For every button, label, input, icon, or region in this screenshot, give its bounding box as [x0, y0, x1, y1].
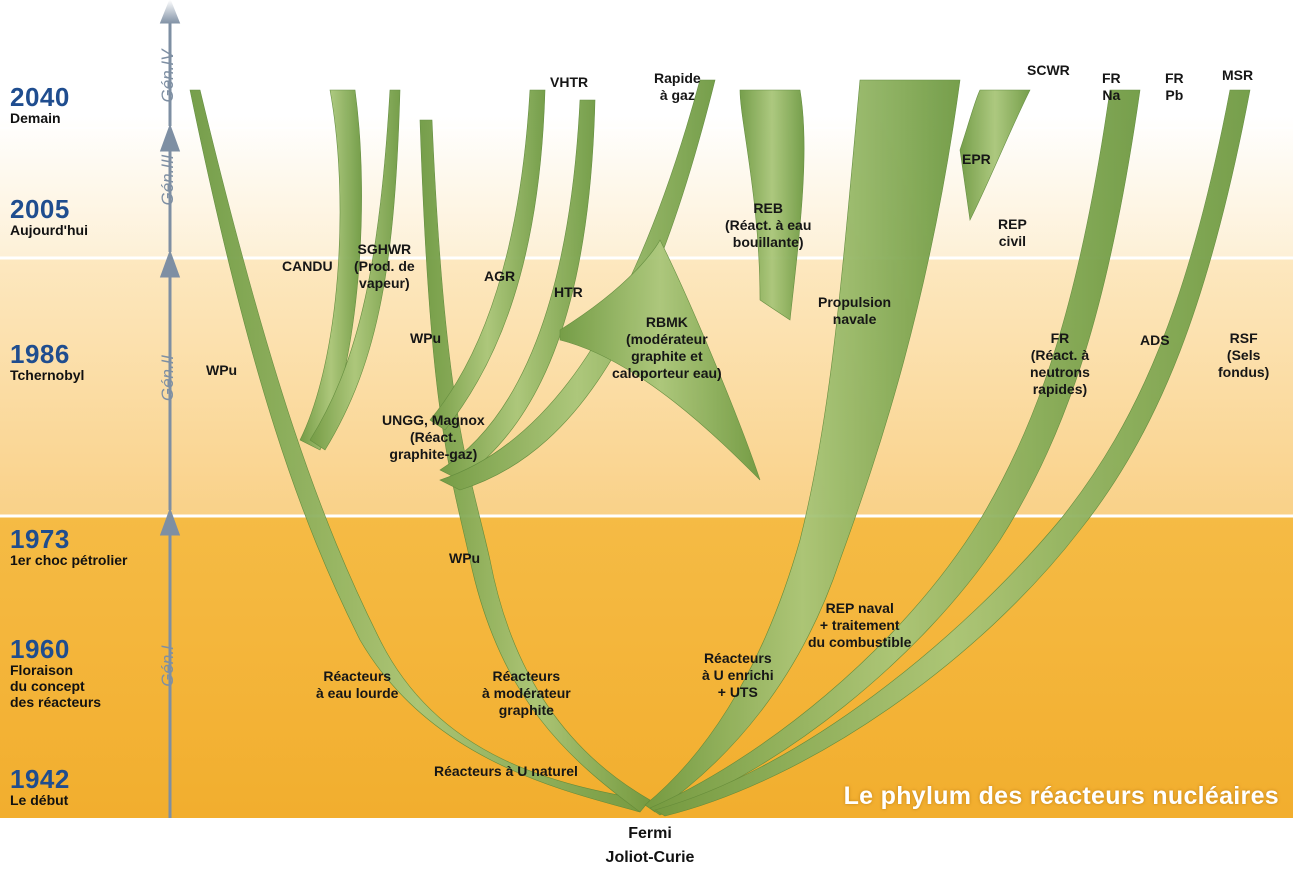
- label-line: Na: [1102, 87, 1121, 104]
- label-line: REB: [725, 200, 811, 217]
- label-line: à gaz: [654, 87, 701, 104]
- origin-label: Fermi Joliot-Curie: [580, 822, 720, 870]
- label-eau-lourde: Réacteurs à eau lourde: [316, 668, 398, 702]
- label-wpu-left: WPu: [206, 362, 237, 379]
- label-line: Pb: [1165, 87, 1184, 104]
- label-rep-civil: REP civil: [998, 216, 1027, 250]
- label-line: fondus): [1218, 364, 1269, 381]
- era-1973: 1973 1er choc pétrolier: [10, 526, 128, 568]
- label-line: à eau lourde: [316, 685, 398, 702]
- diagram-title: Le phylum des réacteurs nucléaires: [844, 782, 1279, 811]
- era-1942: 1942 Le début: [10, 766, 70, 808]
- era-2005: 2005 Aujourd'hui: [10, 196, 88, 238]
- label-line: rapides): [1030, 381, 1090, 398]
- label-line: civil: [998, 233, 1027, 250]
- gen-ii-label: Gén.II: [158, 338, 178, 418]
- label-line: graphite-gaz): [382, 446, 485, 463]
- era-2040: 2040 Demain: [10, 84, 70, 126]
- label-line: UNGG, Magnox: [382, 412, 485, 429]
- era-caption: Demain: [10, 110, 70, 126]
- label-line: (Prod. de: [354, 258, 415, 275]
- era-year: 1942: [10, 766, 70, 792]
- gen-iii-label: Gén.III: [158, 140, 178, 220]
- label-u-enrichi: Réacteurs à U enrichi + UTS: [702, 650, 774, 701]
- label-fr-na: FR Na: [1102, 70, 1121, 104]
- label-line: FR: [1165, 70, 1184, 87]
- era-year: 2040: [10, 84, 70, 110]
- era-caption: Tchernobyl: [10, 367, 84, 383]
- label-line: (Réact. à eau: [725, 217, 811, 234]
- label-line: Rapide: [654, 70, 701, 87]
- label-line: + traitement: [808, 617, 911, 634]
- label-line: (Sels: [1218, 347, 1269, 364]
- label-agr: AGR: [484, 268, 515, 285]
- label-line: Réacteurs: [316, 668, 398, 685]
- label-line: graphite et: [612, 348, 722, 365]
- label-line: à modérateur: [482, 685, 571, 702]
- gen-iv-label: Gén.IV: [158, 36, 178, 116]
- label-msr: MSR: [1222, 67, 1253, 84]
- label-line: du combustible: [808, 634, 911, 651]
- label-epr: EPR: [962, 151, 991, 168]
- label-line: FR: [1030, 330, 1090, 347]
- label-line: REP: [998, 216, 1027, 233]
- origin-line: Joliot-Curie: [580, 846, 720, 870]
- label-line: (Réact.: [382, 429, 485, 446]
- label-rep-naval: REP naval + traitement du combustible: [808, 600, 911, 651]
- era-year: 1986: [10, 341, 84, 367]
- label-reb: REB (Réact. à eau bouillante): [725, 200, 811, 251]
- label-ads: ADS: [1140, 332, 1170, 349]
- label-line: REP naval: [808, 600, 911, 617]
- label-fr-rapides: FR (Réact. à neutrons rapides): [1030, 330, 1090, 398]
- label-ungg-magnox: UNGG, Magnox (Réact. graphite-gaz): [382, 412, 485, 463]
- label-line: Réacteurs: [702, 650, 774, 667]
- era-caption: Aujourd'hui: [10, 222, 88, 238]
- label-line: bouillante): [725, 234, 811, 251]
- era-caption: des réacteurs: [10, 694, 101, 710]
- label-line: RSF: [1218, 330, 1269, 347]
- origin-line: Fermi: [580, 822, 720, 846]
- label-rapide-gaz: Rapide à gaz: [654, 70, 701, 104]
- label-wpu-low: WPu: [449, 550, 480, 567]
- label-vhtr: VHTR: [550, 74, 588, 91]
- label-line: (modérateur: [612, 331, 722, 348]
- label-scwr: SCWR: [1027, 62, 1070, 79]
- label-line: SGHWR: [354, 241, 415, 258]
- label-line: à U enrichi: [702, 667, 774, 684]
- era-caption: du concept: [10, 678, 101, 694]
- era-1960: 1960 Floraison du concept des réacteurs: [10, 636, 101, 710]
- label-line: (Réact. à: [1030, 347, 1090, 364]
- label-line: caloporteur eau): [612, 365, 722, 382]
- label-wpu-mid: WPu: [410, 330, 441, 347]
- label-line: FR: [1102, 70, 1121, 87]
- label-propulsion: Propulsion navale: [818, 294, 891, 328]
- label-htr: HTR: [554, 284, 583, 301]
- era-1986: 1986 Tchernobyl: [10, 341, 84, 383]
- label-line: graphite: [482, 702, 571, 719]
- label-line: Propulsion: [818, 294, 891, 311]
- era-year: 1960: [10, 636, 101, 662]
- label-candu: CANDU: [282, 258, 333, 275]
- label-line: vapeur): [354, 275, 415, 292]
- label-rsf: RSF (Sels fondus): [1218, 330, 1269, 381]
- era-year: 2005: [10, 196, 88, 222]
- label-line: + UTS: [702, 684, 774, 701]
- label-u-naturel: Réacteurs à U naturel: [434, 763, 578, 780]
- label-moderateur-graphite: Réacteurs à modérateur graphite: [482, 668, 571, 719]
- label-line: Réacteurs: [482, 668, 571, 685]
- label-fr-pb: FR Pb: [1165, 70, 1184, 104]
- label-rbmk: RBMK (modérateur graphite et caloporteur…: [612, 314, 722, 382]
- label-line: RBMK: [612, 314, 722, 331]
- label-line: navale: [818, 311, 891, 328]
- label-line: neutrons: [1030, 364, 1090, 381]
- era-caption: Le début: [10, 792, 70, 808]
- gen-i-label: Gén.I: [158, 626, 178, 706]
- era-caption: Floraison: [10, 662, 101, 678]
- label-sghwr: SGHWR (Prod. de vapeur): [354, 241, 415, 292]
- era-year: 1973: [10, 526, 128, 552]
- era-caption: 1er choc pétrolier: [10, 552, 128, 568]
